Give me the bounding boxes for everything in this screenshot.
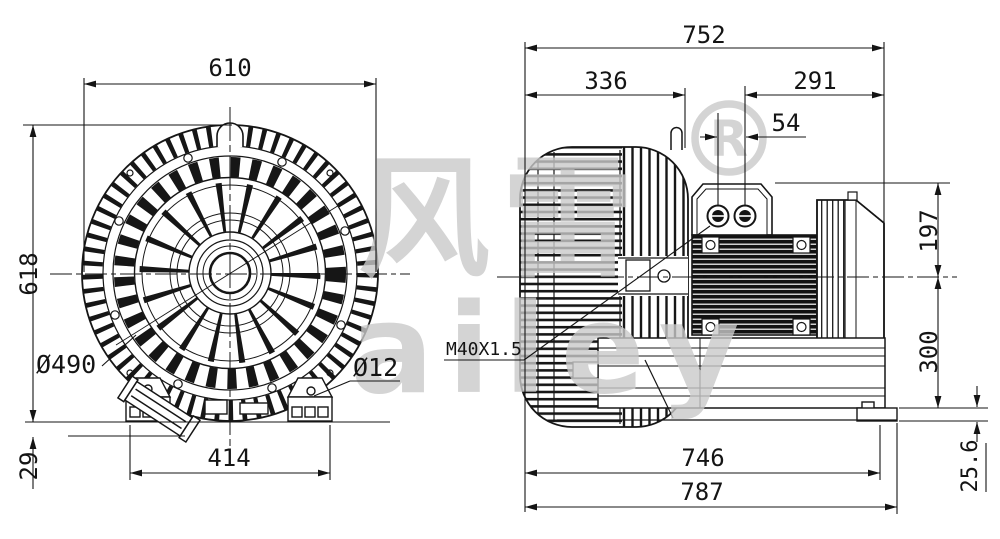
dimensions xyxy=(23,42,988,514)
dim-front-width: 610 xyxy=(208,54,251,82)
dim-axis-to-base: 300 xyxy=(915,330,943,373)
label-cable-gland-thread: M40X1.5 xyxy=(446,339,522,360)
base-silencer xyxy=(572,337,886,419)
label-foot-hole: Ø12 xyxy=(353,353,398,382)
watermark: 风雷 ailey R xyxy=(350,100,767,422)
front-view-drawing xyxy=(50,107,410,458)
dim-blower-depth: 336 xyxy=(584,67,627,95)
terminal-box xyxy=(691,183,773,236)
side-foot xyxy=(557,401,898,422)
cable-glands xyxy=(706,204,757,228)
dim-side-overall-length: 787 xyxy=(680,478,723,506)
dim-drain-drop: 29 xyxy=(15,452,43,481)
eyebolt xyxy=(670,126,683,150)
dim-motor-length: 291 xyxy=(793,67,836,95)
side-view-drawing xyxy=(497,126,957,428)
dim-box-top-to-axis: 197 xyxy=(915,209,943,252)
svg-text:R: R xyxy=(710,110,749,168)
watermark-cjk-text: 风雷 xyxy=(358,143,646,297)
dim-gland-spacing: 54 xyxy=(772,109,801,137)
dim-front-height: 618 xyxy=(15,252,43,295)
motor-bolts xyxy=(701,236,811,336)
motor-rear-fins xyxy=(817,200,845,345)
watermark-latin-text: ailey xyxy=(350,278,754,422)
registered-trademark-watermark: R xyxy=(691,100,767,176)
dim-side-overall-width: 752 xyxy=(682,21,725,49)
bolt-holes xyxy=(110,153,350,393)
dim-foot-span: 414 xyxy=(207,444,250,472)
dim-base-length: 746 xyxy=(681,444,724,472)
label-bolt-circle: Ø490 xyxy=(36,350,96,379)
dim-foot-height: 25.6 xyxy=(958,440,983,493)
